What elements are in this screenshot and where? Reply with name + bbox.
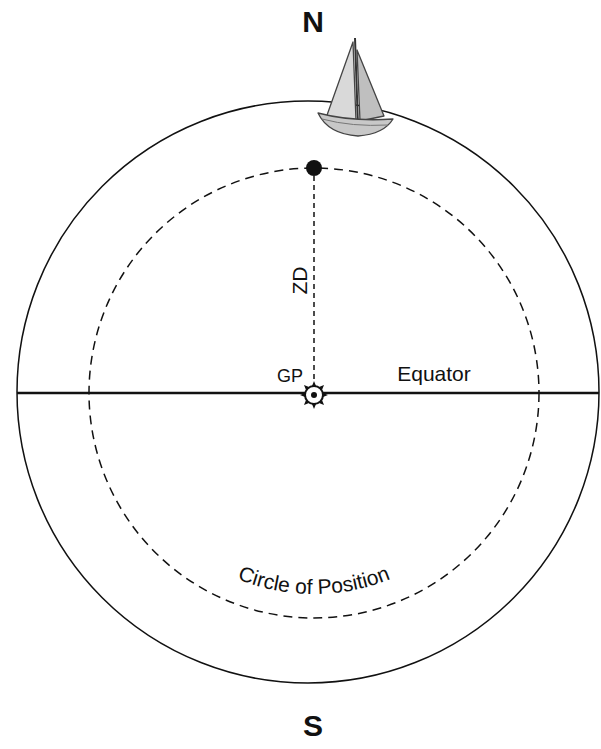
north-label: N [302,7,324,37]
zenith-distance-label: ZD [289,266,310,294]
sun-symbol [300,381,328,409]
south-label: S [303,711,323,741]
observer-dot [306,160,322,176]
zenith-distance-line [313,176,315,382]
arc-label-group: Circle of Position [236,561,393,598]
earth-outline [17,101,599,683]
circle-label: Circle of Position [236,561,393,598]
sailboat [318,38,393,136]
geographic-position-label: GP [277,367,303,385]
equator-label: Equator [397,363,471,384]
